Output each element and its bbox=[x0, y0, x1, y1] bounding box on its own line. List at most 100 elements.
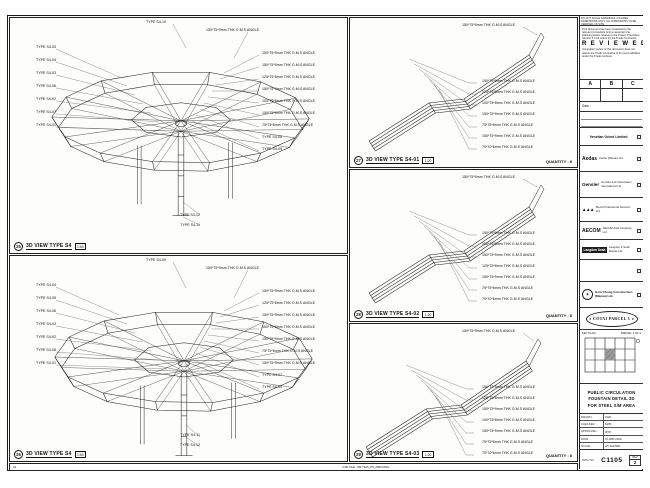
annotation-label: TYPE S4-03 bbox=[36, 70, 56, 75]
stamp-text-top: This document has been reviewed by the r… bbox=[582, 28, 640, 41]
consultant-name: Gensler and Associates / International L… bbox=[601, 180, 633, 188]
annotation-label: 150*75*9mm THK G.M.S ANGLE bbox=[462, 175, 516, 179]
annotation-label: TYPE S4-10 bbox=[146, 20, 166, 24]
drawing-number-box: DWG NO. C1105 REV 2 bbox=[580, 450, 643, 470]
drawing-title-line: FOR STEEL S/M AREA bbox=[587, 402, 636, 408]
status-col-a-label: A bbox=[580, 80, 601, 89]
view-number-bubble: 26 bbox=[14, 450, 23, 459]
right-annotation-column: 150*75*9mm THK G.M.S ANGLE 125*75*8mm TH… bbox=[262, 289, 346, 389]
status-col-b: B bbox=[601, 80, 623, 101]
view-title: 3D VIEW TYPE S4 bbox=[26, 242, 72, 251]
annotation-label: 75*75*6mm THK G.M.S ANGLE bbox=[482, 439, 534, 444]
check-square bbox=[637, 292, 641, 297]
annotation-label: TYPE S4-06 bbox=[36, 308, 56, 313]
bottom-annotation-column: TYPE S4-12 TYPE S4-11 bbox=[160, 213, 200, 228]
meta-value: AS SHOWN bbox=[605, 443, 621, 448]
view-number-bubble: 29 bbox=[354, 450, 363, 459]
meta-row: APPROVED WYK bbox=[580, 428, 643, 436]
annotation-label: 150*75*9mm THK G.M.S ANGLE bbox=[262, 62, 316, 67]
quantity-note: QUANTITY : 8 bbox=[545, 313, 572, 318]
annotation-label: 150*75*9mm THK G.M.S ANGLE bbox=[482, 385, 536, 389]
contractor-emblem-icon: ✶ bbox=[582, 289, 593, 300]
drawing-title-box: PUBLIC CIRCULATION FOUNTAIN DETAIL 3D FO… bbox=[580, 384, 643, 414]
meta-row: CHECKED KWS bbox=[580, 421, 643, 429]
reviewed-stamp: This document has been reviewed by the r… bbox=[580, 26, 643, 80]
annotation-label: 150*75*9mm THK G.M.S ANGLE bbox=[462, 329, 516, 333]
quantity-note: QUANTITY : 8 bbox=[545, 453, 572, 458]
annotation-label: 150*75*9mm THK G.M.S ANGLE bbox=[262, 336, 316, 341]
annotation-label: 150*75*9mm THK G.M.S ANGLE bbox=[482, 79, 536, 83]
consultant-box-meca: ▲▲▲ Meca Professional Services Ltd. bbox=[580, 198, 643, 222]
meta-label: DRAWN bbox=[580, 414, 604, 421]
meta-row: DRAWN CHO bbox=[580, 414, 643, 422]
left-annotation-column: TYPE S4-04 TYPE S4-05 TYPE S4-06 TYPE S4… bbox=[16, 283, 56, 366]
langdon-seah-logo: Langdon Seah bbox=[582, 246, 607, 253]
right-annotation-column: 150*75*9mm THK G.M.S ANGLE 125*75*8mm TH… bbox=[482, 79, 574, 150]
consultant-name: Meca Professional Services Ltd. bbox=[595, 205, 631, 213]
annotation-label: TYPE S4-08 bbox=[36, 347, 56, 352]
key-plan-sub: PARCEL 1 OF 3 bbox=[620, 331, 641, 335]
annotation-label: TYPE S4-10 bbox=[262, 384, 282, 389]
annotation-label: 70*70*6mm THK G.M.S ANGLE bbox=[482, 296, 534, 301]
annotation-label: 75*75*6mm THK G.M.S ANGLE bbox=[482, 285, 534, 290]
annotation-label: 125*75*8mm THK G.M.S ANGLE bbox=[482, 263, 536, 268]
cotai-parcel-badge: ★ COTAI PARCEL 3 ★ bbox=[585, 310, 638, 327]
annotation-label: TYPE S4-09 bbox=[262, 146, 282, 151]
title-block-column: DO NOT SCALE DRAWINGS. FIGURED DIMENSION… bbox=[579, 16, 643, 469]
status-col-a: A bbox=[580, 80, 602, 101]
key-plan-header: KEY PLAN PARCEL 1 OF 3 bbox=[582, 331, 641, 335]
annotation-label: 125*75*8mm THK G.M.S ANGLE bbox=[262, 300, 316, 305]
meta-label: DATE bbox=[580, 435, 604, 442]
annotation-label: 75*75*6mm THK G.M.S ANGLE bbox=[262, 348, 314, 353]
annotation-label: TYPE S4-03 bbox=[36, 321, 56, 326]
annotation-label: TYPE S4-01 bbox=[36, 360, 56, 365]
annotation-label: TYPE S4-06 bbox=[36, 83, 56, 88]
contractor-name: Hsin Chong Construction (Macau) Ltd. bbox=[595, 289, 633, 298]
bottom-strip: A1 CAD FILE : M6-T105_PC_0500.DWG bbox=[9, 463, 578, 471]
view-title-bar: 25 3D VIEW TYPE S4 1:50 bbox=[14, 242, 87, 251]
view-panel-27: 150*75*9mm THK G.M.S ANGLE 150*75*9mm TH… bbox=[349, 17, 578, 168]
revision-rule bbox=[581, 120, 642, 127]
view-title: 3D VIEW TYPE S4 bbox=[26, 450, 72, 459]
annotation-label: 100*75*8mm THK G.M.S ANGLE bbox=[262, 98, 316, 103]
annotation-label: 150*75*9mm THK G.M.S ANGLE bbox=[482, 406, 536, 411]
triple-triangle-logo: ▲▲▲ bbox=[582, 207, 594, 212]
annotation-label: TYPE S4-05 bbox=[36, 295, 56, 300]
view-title: 3D VIEW TYPE S4-03 bbox=[366, 450, 420, 459]
meta-value: 07 APR 2010 bbox=[605, 436, 622, 441]
annotation-label: 150*75*9mm THK G.M.S ANGLE bbox=[482, 252, 536, 257]
consultant-name: Langdon & Seah Macau Ltd. bbox=[608, 245, 630, 253]
check-square bbox=[637, 228, 641, 233]
reviewed-word: R E V I E W E D bbox=[582, 40, 643, 47]
view-scale: 1:20 bbox=[422, 311, 434, 318]
view-scale: 1:50 bbox=[74, 243, 87, 250]
annotation-label: 150*75*9mm THK G.M.S ANGLE bbox=[262, 360, 316, 365]
drawing-meta-table: DRAWN CHO CHECKED KWS APPROVED WYK DATE … bbox=[580, 414, 643, 450]
aecom-logo: AECOM bbox=[582, 227, 601, 234]
annotation-label: 150*75*9mm THK G.M.S ANGLE bbox=[262, 110, 316, 115]
annotation-label: TYPE S4-12 bbox=[180, 213, 200, 217]
view-panel-28: 150*75*9mm THK G.M.S ANGLE 150*75*9mm TH… bbox=[349, 169, 578, 322]
view-number-bubble: 25 bbox=[14, 242, 23, 251]
annotation-label: 150*75*9mm THK G.M.S ANGLE bbox=[482, 133, 536, 138]
annotation-label: 150*75*9mm THK G.M.S ANGLE bbox=[482, 111, 536, 116]
annotation-label: 70*70*6mm THK G.M.S ANGLE bbox=[482, 144, 534, 149]
drawing-sheet: TYPE S4-10 150*75*9mm THK G.M.S ANGLE TY… bbox=[7, 15, 643, 471]
status-col-b-label: B bbox=[601, 80, 622, 89]
bottom-annotation-column: TYPE S4-11 TYPE S4-12 bbox=[160, 433, 200, 448]
annotation-label: TYPE S4-09 bbox=[146, 258, 166, 262]
meta-row: SCALE AS SHOWN bbox=[580, 442, 643, 449]
aedas-logo: Aedas bbox=[582, 155, 598, 162]
annotation-label: TYPE S4-11 bbox=[180, 433, 200, 437]
revision-rule bbox=[581, 112, 642, 120]
annotation-label: TYPE S4-04 bbox=[36, 57, 56, 62]
drawing-number: C1105 bbox=[601, 456, 623, 464]
annotation-label: 150*75*9mm THK G.M.S ANGLE bbox=[482, 428, 536, 433]
view-scale: 1:20 bbox=[422, 451, 434, 458]
annotation-label: 125*75*8mm THK G.M.S ANGLE bbox=[262, 74, 316, 79]
key-plan-drawing bbox=[584, 337, 640, 373]
annotation-label: 100*75*8mm THK G.M.S ANGLE bbox=[482, 417, 536, 422]
annotation-label: 100*75*8mm THK G.M.S ANGLE bbox=[262, 324, 316, 329]
annotation-label: 75*75*6mm THK G.M.S ANGLE bbox=[482, 122, 534, 127]
annotation-label: TYPE S4-12 bbox=[180, 442, 200, 447]
